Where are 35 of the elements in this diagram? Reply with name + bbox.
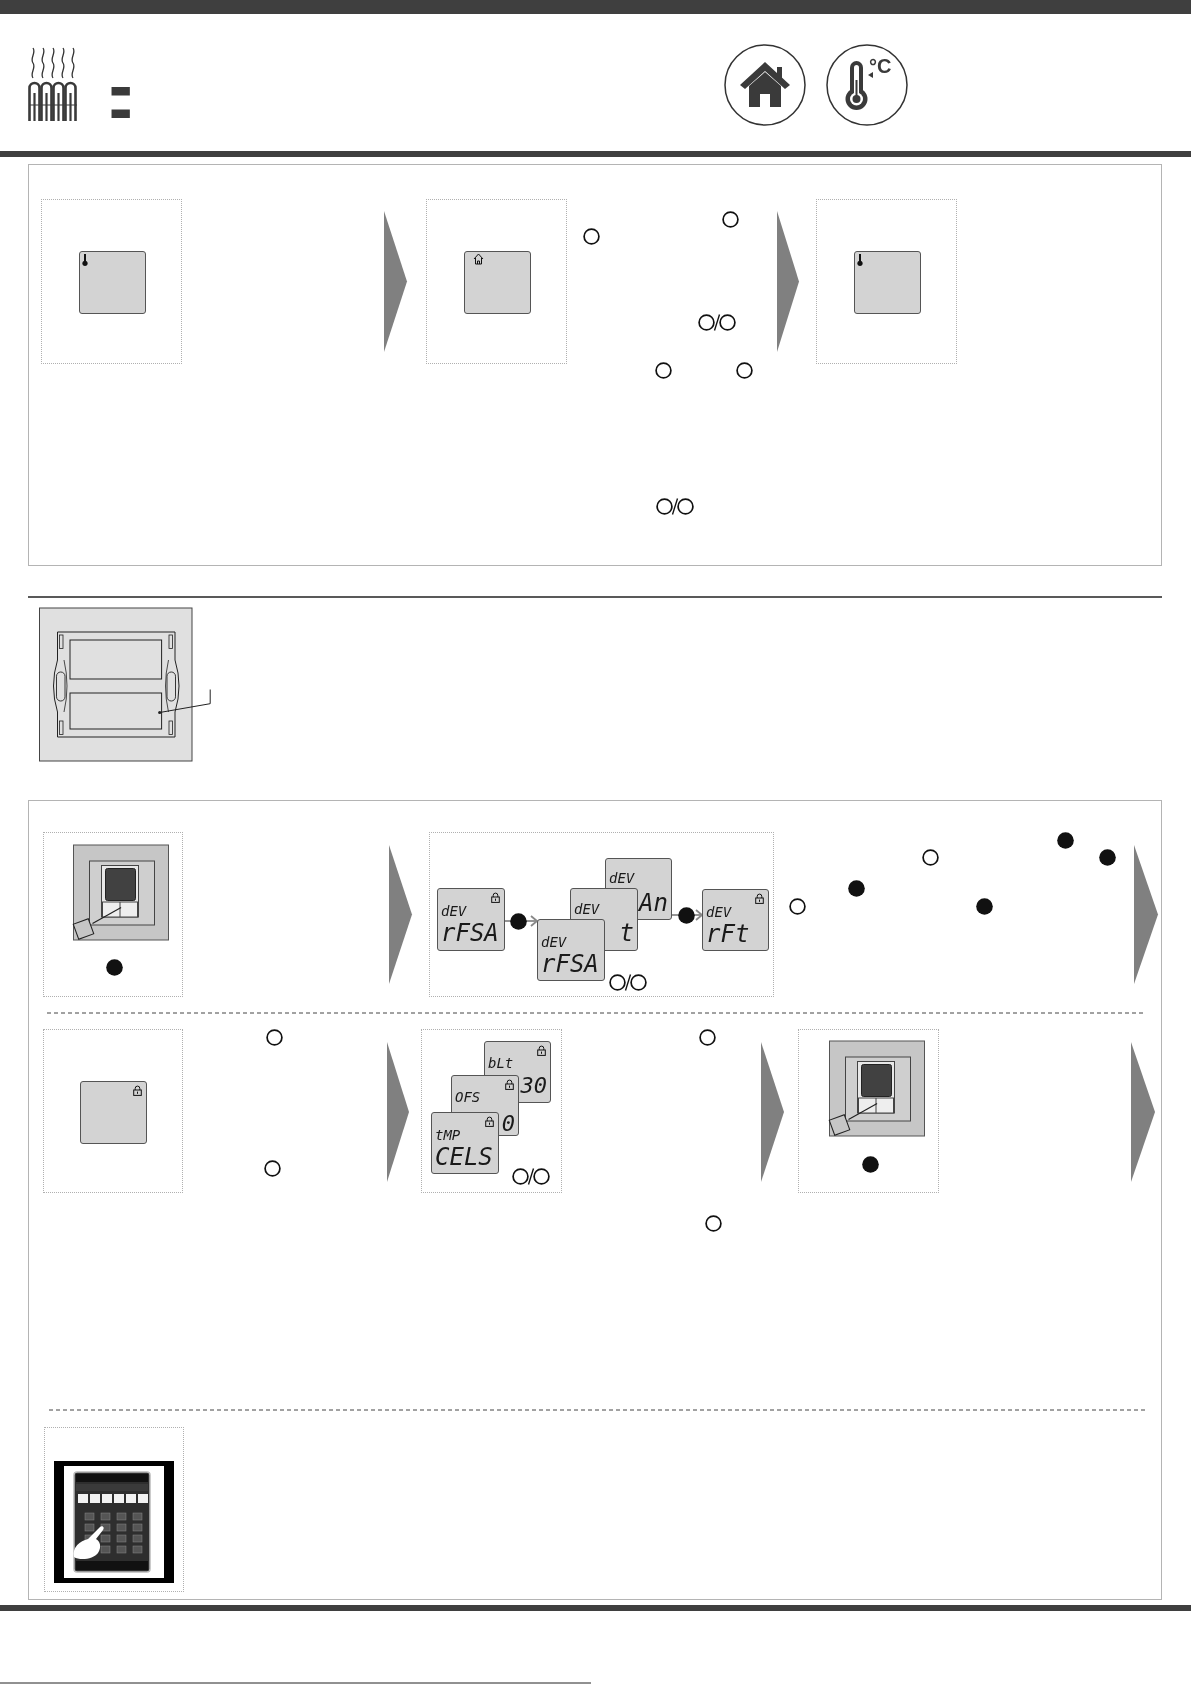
step-panel bbox=[41, 199, 182, 364]
lcd-text: t bbox=[619, 921, 634, 945]
lcd-text: tMP bbox=[435, 1128, 461, 1142]
step-panel bbox=[44, 1427, 184, 1592]
lcd-screen bbox=[854, 251, 921, 314]
lcd-text: OFS bbox=[455, 1090, 481, 1104]
lcd-text: dEV bbox=[706, 905, 732, 919]
lcd-screen bbox=[431, 1112, 499, 1174]
lcd-screen bbox=[437, 888, 505, 951]
arrow bbox=[504, 915, 538, 927]
lcd-text: dEV bbox=[609, 871, 635, 885]
unit-label: °C bbox=[869, 56, 892, 76]
lcd-text: rFSA bbox=[441, 921, 499, 945]
lcd-text: rFt bbox=[706, 922, 750, 946]
lcd-screen bbox=[79, 251, 146, 314]
lcd-text: rFSA bbox=[541, 952, 599, 976]
lcd-text: dEV bbox=[574, 902, 600, 916]
lcd-text: CELS bbox=[435, 1145, 493, 1169]
lcd-screen bbox=[537, 919, 605, 981]
step-panel bbox=[43, 1029, 183, 1193]
lcd-text: bLt bbox=[488, 1056, 514, 1070]
lcd-text: 30 bbox=[520, 1075, 547, 1097]
lcd-screen bbox=[702, 889, 769, 951]
lcd-text: 0 bbox=[501, 1113, 515, 1135]
arrow bbox=[671, 909, 703, 921]
step-panel bbox=[816, 199, 957, 364]
title-colon: : bbox=[99, 66, 143, 128]
step-panel bbox=[426, 199, 567, 364]
lcd-text: dEV bbox=[441, 904, 467, 918]
step-panel bbox=[421, 1029, 562, 1193]
step-panel bbox=[429, 832, 774, 997]
lcd-screen bbox=[80, 1081, 147, 1144]
lcd-screen bbox=[464, 251, 531, 314]
lcd-text: An bbox=[639, 891, 668, 915]
lcd-text: dEV bbox=[541, 935, 567, 949]
